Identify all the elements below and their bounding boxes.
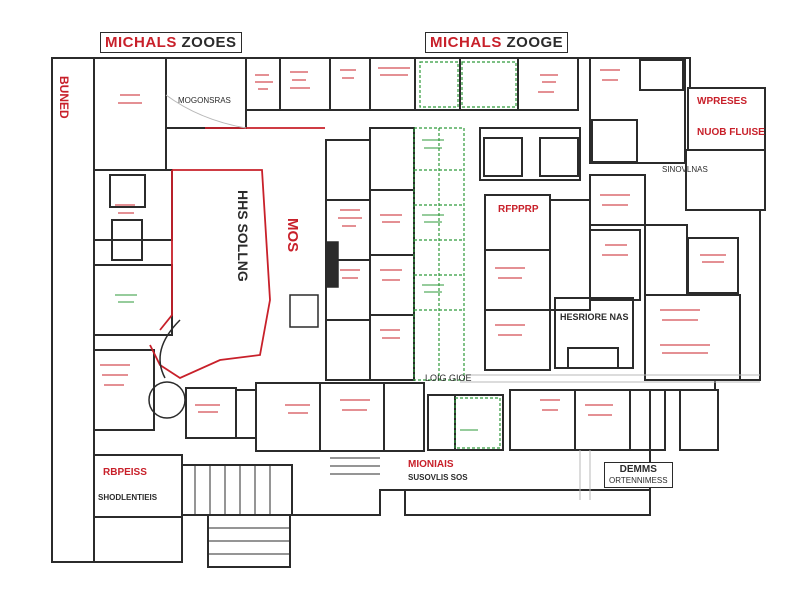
- bottom-left-room: [93, 454, 183, 518]
- right-red-top-label: WPRESES: [697, 96, 748, 107]
- bottom-right-box: DEMMS ORTENNIMESS: [604, 462, 673, 488]
- top-left-room-label: MOGONSRAS: [178, 96, 231, 105]
- left-strip: [51, 57, 95, 563]
- corridors: [165, 94, 760, 500]
- center-title: MICHALS ZOOGE: [425, 32, 569, 53]
- mid-red-label: RFPPRP: [498, 204, 539, 215]
- center-title-part2: ZOOGE: [506, 34, 564, 51]
- bottom-right-sub: ORTENNIMESS: [609, 476, 668, 485]
- center-vertical-red-label: MOS: [284, 218, 301, 253]
- top-left-room: [93, 57, 167, 171]
- left-title: MICHALS ZOOES: [100, 32, 242, 53]
- left-title-part1: MICHALS: [105, 34, 177, 51]
- center-title-part1: MICHALS: [430, 34, 502, 51]
- bottom-left-red-label: RBPEISS: [103, 467, 147, 478]
- right-red-bottom-label: NUOB FLUISE: [697, 127, 765, 138]
- left-title-part2: ZOOES: [181, 34, 237, 51]
- right-small-label: SINOVLNAS: [662, 165, 708, 174]
- red-route: [149, 127, 325, 380]
- bottom-right-title: DEMMS: [619, 464, 657, 475]
- green-annotations: [115, 139, 478, 431]
- center-small-label: LOIG GIOE: [425, 373, 472, 383]
- green-rooms: [413, 61, 517, 449]
- top-left-hall: [165, 57, 247, 129]
- right-center-label: HESRIORE NAS: [560, 312, 629, 322]
- stairs: [194, 457, 380, 555]
- center-room: [554, 297, 634, 369]
- left-vertical-label: BUNED: [57, 76, 71, 119]
- center-vertical-dark-label: HHS SOLLNG: [235, 190, 251, 282]
- bottom-center-red-label: MIONIAIS: [408, 459, 454, 470]
- room-annotations: [100, 67, 726, 416]
- central-rounded-area: [148, 241, 339, 419]
- bottom-center-dark-label: SUSOVLIS SOS: [408, 473, 468, 482]
- bottom-left-dark-label: SHODLENTIEIS: [98, 493, 158, 502]
- walls: [51, 57, 766, 568]
